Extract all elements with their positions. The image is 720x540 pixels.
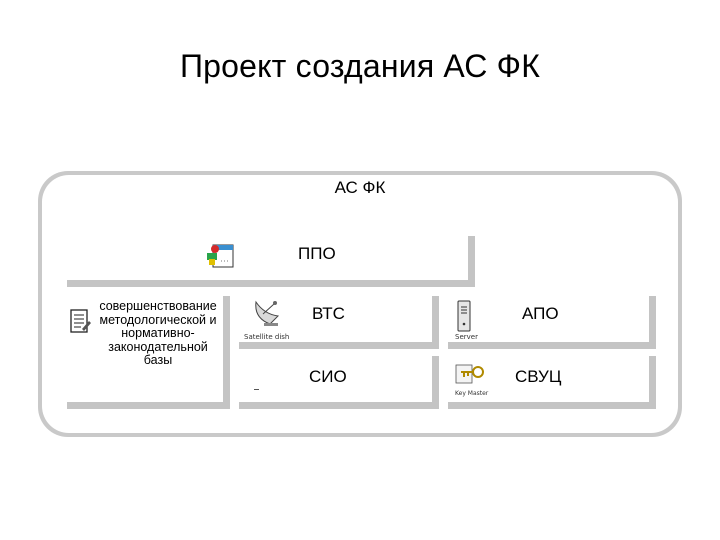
svuts-icon-label: Key Master: [455, 390, 489, 397]
server-icon: [456, 300, 472, 337]
norm-line: совершенствование: [99, 299, 217, 313]
apo-label: АПО: [522, 304, 559, 323]
sio-block: СИО: [232, 349, 432, 402]
ppo-label: ППО: [298, 244, 336, 263]
svuts-label: СВУЦ: [515, 367, 562, 386]
vts-label: ВТС: [312, 304, 345, 323]
norm-text: совершенствование методологической и нор…: [93, 299, 223, 368]
sio-dash: [254, 389, 259, 390]
apo-block: АПО: [441, 289, 649, 342]
page-title: Проект создания АС ФК: [179, 48, 541, 84]
document-icon: [70, 309, 92, 340]
vts-icon-label: Satellite dish: [244, 333, 290, 341]
norm-block: [60, 289, 223, 402]
key-icon: [455, 362, 487, 391]
software-package-icon: [205, 241, 235, 274]
norm-line: базы: [143, 353, 173, 367]
apo-icon-label: Server: [455, 333, 478, 341]
ppo-block: ППО: [60, 229, 468, 280]
sio-label: СИО: [309, 367, 347, 386]
norm-line: нормативно-: [121, 326, 195, 340]
norm-line: законодательной: [108, 339, 208, 354]
norm-line: методологической и: [99, 312, 217, 327]
satellite-dish-icon: [250, 296, 286, 335]
ac-fk-label: АС ФК: [334, 178, 386, 197]
